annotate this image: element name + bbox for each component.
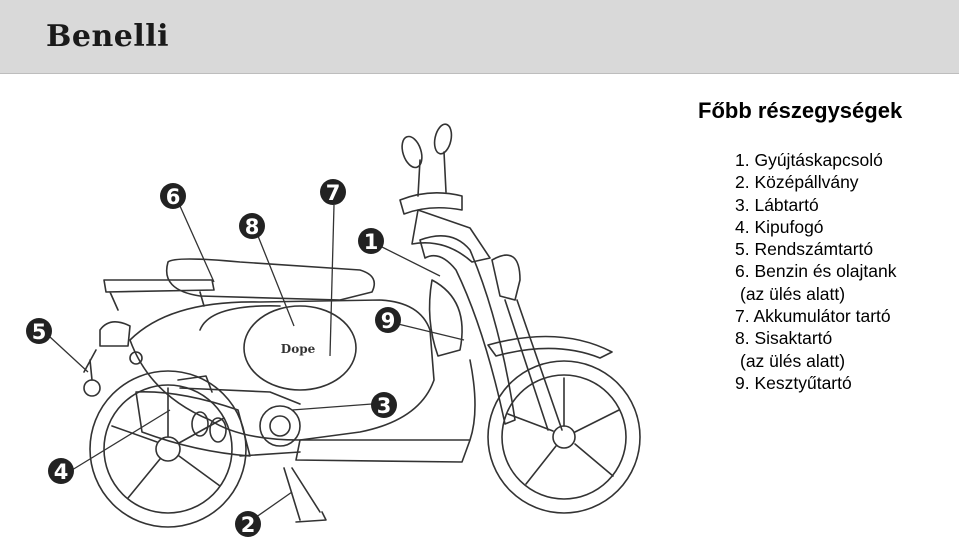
scooter-outline (84, 123, 640, 527)
brand-logo: Benelli (46, 19, 169, 54)
header-bar: Benelli (0, 0, 959, 74)
callout-leaders (50, 205, 464, 520)
list-item: 4. Kipufogó (735, 216, 897, 238)
callout-1: 1 (358, 228, 384, 254)
list-item-note: (az ülés alatt) (735, 283, 897, 305)
callout-3: 3 (371, 392, 397, 418)
list-item: 8. Sisaktartó (735, 327, 897, 349)
svg-text:7: 7 (326, 181, 341, 205)
list-item: 2. Középállvány (735, 171, 897, 193)
page-title: Főbb részegységek (698, 98, 902, 124)
svg-text:5: 5 (32, 320, 47, 344)
list-item-note: (az ülés alatt) (735, 350, 897, 372)
list-item: 5. Rendszámtartó (735, 238, 897, 260)
svg-text:3: 3 (377, 394, 392, 418)
svg-text:4: 4 (54, 460, 69, 484)
svg-text:9: 9 (381, 309, 396, 333)
callout-8: 8 (239, 213, 265, 239)
callout-9: 9 (375, 307, 401, 333)
svg-text:2: 2 (241, 513, 256, 537)
callout-4: 4 (48, 458, 74, 484)
list-item: 3. Lábtartó (735, 194, 897, 216)
callout-2: 2 (235, 511, 261, 537)
svg-text:6: 6 (166, 185, 181, 209)
callout-7: 7 (320, 179, 346, 205)
list-item: 1. Gyújtáskapcsoló (735, 149, 897, 171)
panel-logo: Dope (281, 342, 316, 356)
list-item: 6. Benzin és olajtank (735, 260, 897, 282)
svg-text:8: 8 (245, 215, 260, 239)
svg-text:1: 1 (364, 230, 379, 254)
list-item: 7. Akkumulátor tartó (735, 305, 897, 327)
callout-5: 5 (26, 318, 52, 344)
list-item: 9. Kesztyűtartó (735, 372, 897, 394)
callout-6: 6 (160, 183, 186, 209)
scooter-diagram: 1 2 3 4 5 6 7 8 9 Dope (0, 74, 700, 542)
parts-list: 1. Gyújtáskapcsoló 2. Középállvány 3. Lá… (735, 149, 897, 394)
